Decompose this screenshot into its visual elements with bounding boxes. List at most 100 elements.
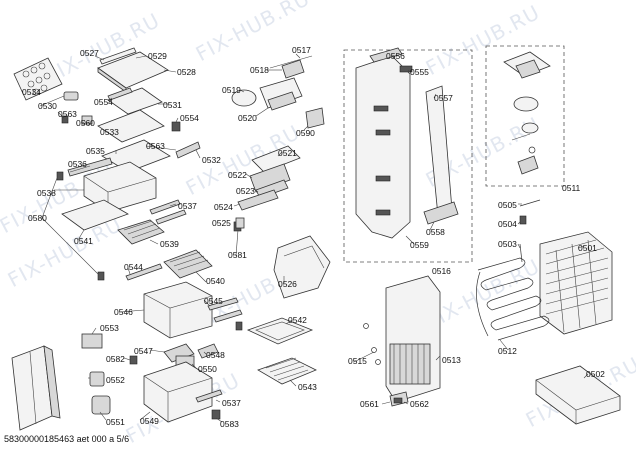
part-label: 0528: [177, 67, 196, 77]
rail-0536: [67, 157, 113, 177]
part-0551: [91, 395, 111, 415]
part-label: 0518: [250, 65, 269, 75]
part-0560: [81, 115, 93, 125]
part-0552: [89, 371, 105, 387]
pipe-0505: [519, 199, 541, 207]
part-label: 0523: [236, 186, 255, 196]
part-label: 0548: [206, 350, 225, 360]
part-label: 0545: [204, 296, 223, 306]
part-label: 0505: [498, 200, 517, 210]
back-panel-0559: [355, 55, 411, 239]
clip-0580: [56, 171, 64, 181]
part-0562: [393, 397, 403, 404]
part-label: 0549: [140, 416, 159, 426]
clip-0554b: [171, 121, 181, 132]
part-label: 0544: [124, 262, 143, 272]
part-label: 0532: [202, 155, 221, 165]
egg-tray-0534: [13, 57, 63, 101]
rail-0544: [125, 263, 163, 281]
leader-lines: [39, 53, 589, 423]
part-label: 0543: [298, 382, 317, 392]
rail-0537a: [149, 199, 181, 215]
part-label: 0519: [222, 85, 241, 95]
fan-0511b: [513, 96, 539, 112]
part-label: 0520: [238, 113, 257, 123]
part-0504: [519, 215, 527, 225]
tube-0512: [477, 257, 550, 341]
part-0522: [249, 163, 291, 193]
part-label: 0540: [206, 276, 225, 286]
fan-0519: [231, 89, 257, 107]
part-label: 0551: [106, 417, 125, 427]
clip-0582: [129, 355, 138, 365]
part-label: 0563: [146, 141, 165, 151]
drawer-0538: [83, 161, 157, 213]
part-label: 0580: [28, 213, 47, 223]
part-label: 0501: [578, 243, 597, 253]
part-label: 0554: [94, 97, 113, 107]
part-label: 0536: [68, 159, 87, 169]
clip-0583: [211, 409, 221, 420]
part-label: 0552: [106, 375, 125, 385]
evaporator-coil: [389, 343, 431, 385]
strip-0557: [425, 85, 453, 217]
part-label: 0547: [134, 346, 153, 356]
grill-0540: [163, 249, 213, 279]
part-label: 0582: [106, 354, 125, 364]
rail-0537c: [195, 389, 223, 403]
rail-0545a: [207, 297, 239, 311]
part-label: 0563: [58, 109, 77, 119]
part-label: 0557: [434, 93, 453, 103]
part-label: 0537: [178, 201, 197, 211]
part-label: 0556: [386, 51, 405, 61]
part-label: 0511: [562, 183, 581, 193]
grill-0539: [117, 219, 165, 245]
part-label: 0559: [410, 240, 429, 250]
condenser-fins: [545, 239, 609, 333]
part-0555: [399, 65, 413, 73]
part-label: 0546: [114, 307, 133, 317]
part-label: 0538: [37, 188, 56, 198]
screw-0515: [371, 347, 377, 353]
clip-0563: [61, 115, 69, 124]
part-label: 0535: [86, 146, 105, 156]
part-label: 0512: [498, 346, 517, 356]
part-label: 0529: [148, 51, 167, 61]
rod-0517: [269, 55, 313, 69]
group-box-0516: [343, 49, 473, 263]
clip-0544b: [97, 271, 105, 281]
part-0520b: [267, 91, 297, 111]
part-label: 0517: [292, 45, 311, 55]
part-0525: [235, 217, 245, 229]
part-label: 0561: [360, 399, 379, 409]
part-label: 0526: [278, 279, 297, 289]
part-label: 0515: [348, 356, 367, 366]
part-label: 0533: [100, 127, 119, 137]
part-label: 0537: [222, 398, 241, 408]
cover-0526: [273, 235, 331, 299]
tray-0502: [535, 365, 621, 425]
part-label: 0503: [498, 239, 517, 249]
part-label: 0513: [442, 355, 461, 365]
part-0553: [81, 333, 103, 349]
part-0518: [281, 59, 305, 79]
part-label: 0531: [163, 100, 182, 110]
part-0547: [163, 343, 195, 363]
part-label: 0530: [38, 101, 57, 111]
part-0548: [197, 343, 219, 359]
rail-0537b: [155, 209, 187, 225]
rack-0543: [257, 357, 317, 385]
part-label: 0562: [410, 399, 429, 409]
part-label: 0590: [296, 128, 315, 138]
part-label: 0521: [278, 148, 297, 158]
group-box-0511: [485, 45, 565, 187]
duct-0521: [251, 145, 301, 173]
part-label: 0527: [80, 48, 99, 58]
bracket-0527: [99, 47, 137, 65]
frame-0542: [246, 317, 314, 345]
bar-0556: [369, 47, 403, 63]
part-0558: [423, 201, 459, 225]
part-label: 0550: [198, 364, 217, 374]
part-label: 0541: [74, 236, 93, 246]
